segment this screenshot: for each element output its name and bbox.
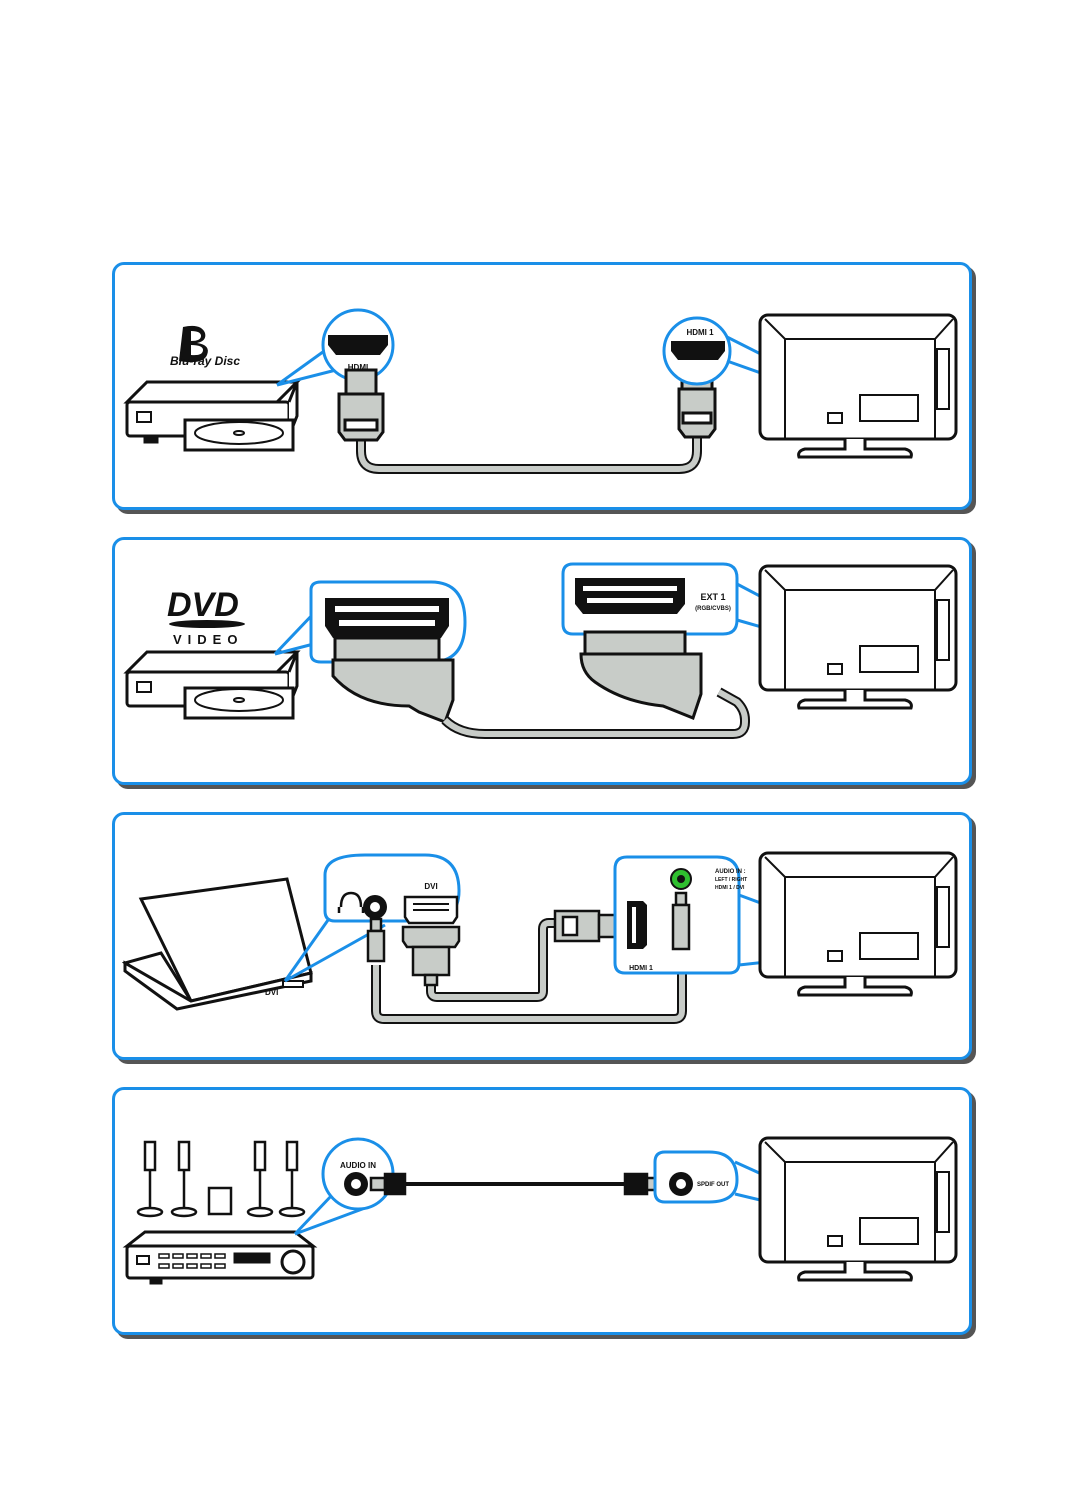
dvd-player-icon xyxy=(123,650,301,720)
tv-audio-label-1: AUDIO IN : xyxy=(715,869,746,875)
hdmi-plug xyxy=(553,909,621,943)
tv-back-icon xyxy=(758,564,958,710)
source-port-label: DVI xyxy=(424,882,437,891)
bluray-logo-text: Blu-ray Disc xyxy=(170,354,240,368)
audio-cable xyxy=(373,961,685,1022)
scart-plug-right xyxy=(575,578,703,720)
headphone-icon xyxy=(337,891,365,913)
bluray-player-icon xyxy=(123,380,301,452)
tv-back-icon xyxy=(758,851,958,997)
hts-spdif-diagram: AUDIO IN SPDIF OUT xyxy=(122,1136,958,1285)
av-receiver-icon xyxy=(122,1230,318,1285)
spdif-callout xyxy=(653,1150,739,1204)
tv-hdmi-port-icon xyxy=(671,341,725,360)
tv-audio-label-2: LEFT / RIGHT xyxy=(715,877,747,883)
tv-port-sublabel: (RGB/CVBS) xyxy=(695,606,731,612)
panel-pc-dvi: DVI DVI HDMI 1 AUDIO IN : LEFT / RIGHT H… xyxy=(112,812,972,1060)
panel-bluray-hdmi: Blu-ray Disc HDMI HDMI 1 xyxy=(112,262,972,510)
tv-audio-label-3: HDMI 1 / DVI xyxy=(715,885,745,891)
tv-back-icon xyxy=(758,1136,958,1282)
tv-port-label: HDMI 1 xyxy=(629,965,653,972)
speaker-icons xyxy=(136,1140,306,1218)
laptop-dvi-label: DVI xyxy=(265,988,278,997)
audio-plug-left xyxy=(366,917,386,963)
tv-port-label: HDMI 1 xyxy=(686,328,714,337)
tv-back-icon xyxy=(758,313,958,459)
coax-plug-left xyxy=(369,1172,407,1196)
tv-port-label: EXT 1 xyxy=(700,592,725,602)
source-port-label: HDMI xyxy=(348,363,368,372)
panel-hts-spdif: AUDIO IN SPDIF OUT xyxy=(112,1087,972,1335)
laptop-icon xyxy=(121,877,313,1011)
dvd-logo: DVD VIDEO xyxy=(167,586,245,647)
dvi-plug xyxy=(401,925,461,987)
bluray-logo: Blu-ray Disc xyxy=(170,325,240,368)
panel-dvd-scart: DVD VIDEO EXT 1 (RGB/CVBS) xyxy=(112,537,972,785)
dvi-hdmi-cable xyxy=(428,920,559,1000)
tv-port-label: SPDIF OUT xyxy=(697,1182,729,1188)
dvd-logo-video: VIDEO xyxy=(173,632,243,647)
audio-plug-right xyxy=(671,891,691,951)
pc-dvi-diagram: DVI DVI HDMI 1 AUDIO IN : LEFT / RIGHT H… xyxy=(121,851,958,1024)
tv-hdmi-port-icon xyxy=(627,901,647,949)
hdmi-port-icon xyxy=(328,335,388,355)
scart-cable xyxy=(442,689,748,737)
dvd-logo-text: DVD xyxy=(167,586,239,624)
hdmi-cable xyxy=(358,431,700,472)
hdmi-plug-left xyxy=(337,368,385,442)
dvd-scart-diagram: DVD VIDEO EXT 1 (RGB/CVBS) xyxy=(123,562,958,739)
scart-plug-left xyxy=(325,598,455,724)
source-port-label: AUDIO IN xyxy=(340,1161,376,1170)
bluray-hdmi-diagram: Blu-ray Disc HDMI HDMI 1 xyxy=(123,308,958,474)
